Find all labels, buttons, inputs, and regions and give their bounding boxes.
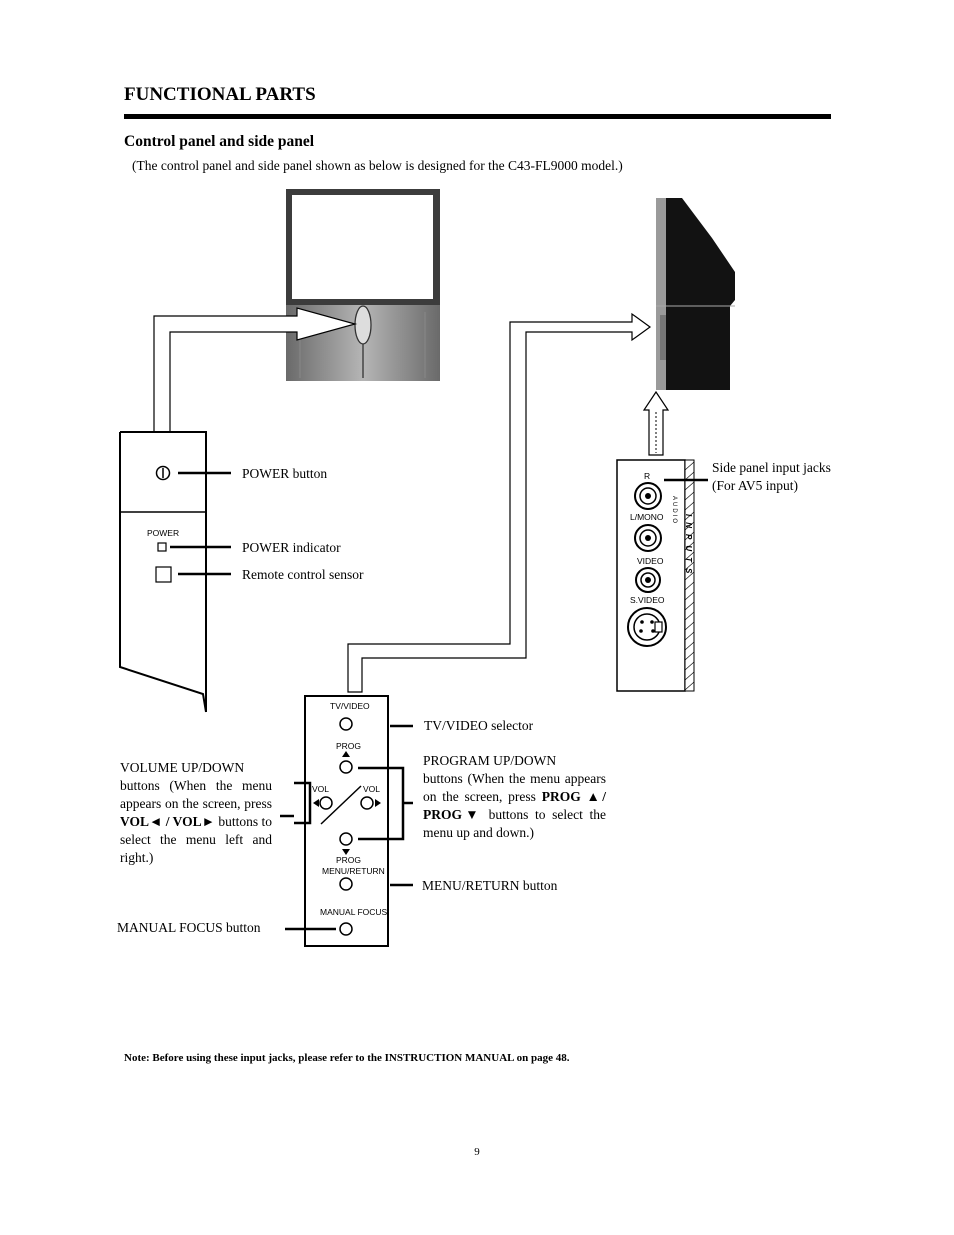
side-panel-label: Side panel input jacks (For AV5 input)	[712, 459, 831, 495]
power-text: POWER	[147, 528, 180, 538]
inputs-vertical-text: INPUTS	[684, 514, 693, 580]
prog-top-text: PROG	[336, 741, 362, 751]
manual-focus-button	[339, 922, 353, 936]
control-buttons[interactable]	[319, 717, 374, 936]
volume-updown-title: VOLUME UP/DOWN	[120, 760, 245, 775]
remote-sensor-window	[155, 566, 172, 583]
menu-return-button	[339, 877, 353, 891]
menu-return-label: MENU/RETURN button	[422, 878, 558, 893]
jack-lmono-text: L/MONO	[630, 512, 664, 522]
vol-right-button	[360, 796, 374, 810]
power-button-symbol[interactable]	[155, 465, 171, 481]
power-indicator-led	[157, 542, 167, 552]
audio-vertical-text: AUDIO	[671, 496, 677, 526]
tv-video-text: TV/VIDEO	[330, 701, 370, 711]
program-updown-title: PROGRAM UP/DOWN	[423, 753, 557, 768]
control-leader-lines	[280, 724, 413, 931]
rca-jack-r	[634, 482, 662, 510]
rca-jack-video	[635, 567, 661, 593]
remote-sensor-label: Remote control sensor	[242, 567, 364, 582]
volume-updown-desc1: buttons (When the menu appears on the sc…	[120, 778, 272, 811]
power-indicator-label: POWER indicator	[242, 540, 341, 555]
vol-diagonal	[320, 785, 362, 825]
prog-up-button	[339, 760, 353, 774]
section-title: FUNCTIONAL PARTS	[124, 84, 316, 105]
title-rule	[124, 114, 831, 119]
vol-left-button	[319, 796, 333, 810]
tv-front-illustration	[286, 189, 440, 381]
jack-r-text: R	[644, 471, 651, 481]
prog-bottom-text: PROG	[336, 855, 362, 865]
volume-updown-desc2: buttons to select the menu left and righ…	[120, 814, 272, 865]
left-leader-lines	[170, 471, 231, 576]
tv-video-button	[339, 717, 353, 731]
arrows	[153, 307, 670, 693]
program-updown-desc2: buttons to select the menu up and down.)	[423, 807, 607, 840]
vol-right-text: VOL	[363, 784, 381, 794]
jack-video-text: VIDEO	[637, 556, 664, 566]
menu-return-text: MENU/RETURN	[322, 866, 385, 876]
power-button-label: POWER button	[242, 466, 328, 481]
jack-svideo-text: S.VIDEO	[630, 595, 665, 605]
control-panel-outline	[304, 695, 389, 947]
tv-video-selector-label: TV/VIDEO selector	[424, 718, 534, 733]
svideo-jack	[627, 607, 667, 647]
footer-note: Note: Before using these input jacks, pl…	[124, 1052, 570, 1064]
tv-side-illustration	[656, 198, 735, 390]
prog-down-button	[339, 832, 353, 846]
volume-updown-label: VOLUME UP/DOWN buttons (When the menu ap…	[120, 759, 272, 867]
program-updown-bold: PROG ▲/ PROG▼	[423, 789, 607, 822]
manual-focus-text: MANUAL FOCUS	[320, 907, 388, 917]
subsection-title: Control panel and side panel	[124, 133, 315, 150]
side-panel-label-line1: Side panel input jacks	[712, 460, 831, 475]
side-panel-label-line2: (For AV5 input)	[712, 478, 799, 493]
manual-focus-label: MANUAL FOCUS button	[117, 920, 261, 935]
rca-jack-lmono	[634, 524, 662, 552]
intro-text: (The control panel and side panel shown …	[132, 158, 623, 173]
vol-left-text: VOL	[312, 784, 330, 794]
left-panel-outline	[119, 431, 207, 713]
program-updown-label: PROGRAM UP/DOWN buttons (When the menu a…	[423, 752, 606, 842]
volume-updown-bold: VOL◄ / VOL►	[120, 814, 215, 829]
program-updown-desc1: buttons (When the menu appears on the sc…	[423, 771, 606, 804]
control-arrow-glyphs	[313, 751, 381, 855]
page-number: 9	[474, 1146, 480, 1158]
